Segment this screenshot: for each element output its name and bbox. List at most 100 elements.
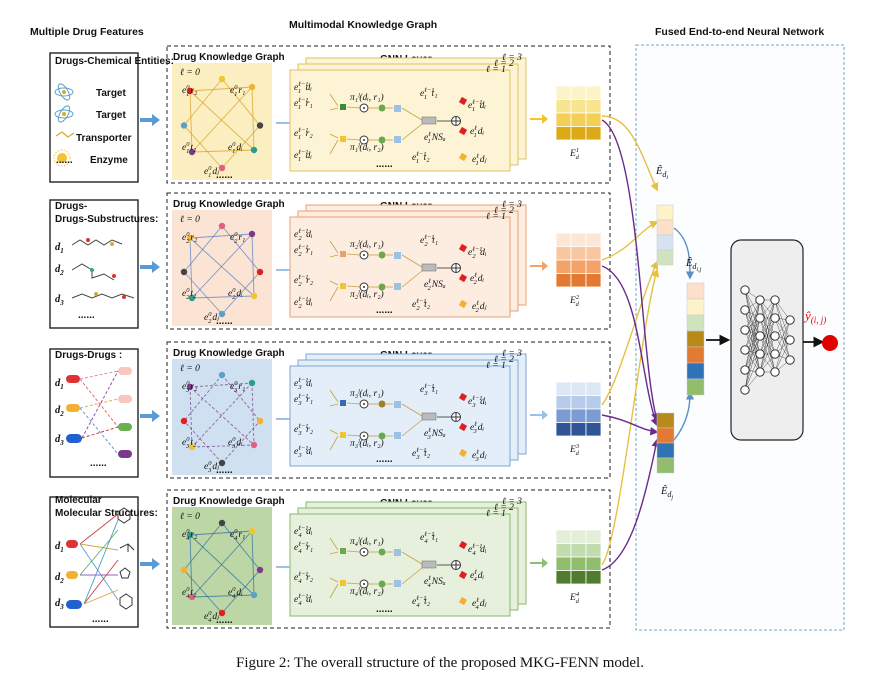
kg-panel-1 bbox=[172, 63, 272, 180]
vector-cell bbox=[656, 427, 675, 444]
kg-edge bbox=[191, 233, 253, 299]
flow-line bbox=[329, 583, 339, 599]
flow-square bbox=[394, 580, 401, 587]
vector-cell bbox=[656, 457, 675, 474]
odot-2-dot bbox=[363, 583, 365, 585]
odot-2-dot bbox=[363, 139, 365, 141]
flow-square bbox=[340, 104, 346, 110]
layer-label-2-1: ℓ = 3 bbox=[502, 200, 522, 210]
nn-neuron bbox=[770, 313, 780, 323]
odot-1-dot bbox=[363, 254, 365, 256]
emb-cell bbox=[555, 85, 572, 100]
feature-2-more: ...... bbox=[78, 310, 95, 321]
emb-cell bbox=[585, 395, 602, 410]
kg-node bbox=[180, 122, 188, 129]
flow-line bbox=[329, 435, 339, 451]
pi-term: π₄ˡ(dᵢ, r₂) bbox=[350, 586, 384, 597]
feature-2-glyphs: Drugs- Drugs-Substructures: d1 d2 d3 ...… bbox=[55, 201, 158, 321]
vector-cell bbox=[686, 346, 705, 364]
concat-block bbox=[421, 116, 437, 125]
nn-edge bbox=[744, 317, 761, 391]
kg-node bbox=[180, 268, 188, 276]
emb-cell bbox=[555, 381, 572, 396]
kg-edge bbox=[189, 90, 193, 153]
mini-drug bbox=[458, 273, 468, 283]
mkg-box-2 bbox=[166, 192, 611, 330]
kg-more: ...... bbox=[216, 170, 233, 181]
emb-cell bbox=[555, 408, 572, 423]
kg-node bbox=[188, 593, 196, 601]
odot-1-dot bbox=[363, 403, 365, 405]
feature-3-item-3: d3 bbox=[55, 434, 64, 447]
kg-edge bbox=[221, 420, 261, 464]
vector-cell bbox=[686, 330, 705, 348]
feature-box-4 bbox=[49, 496, 139, 628]
nn-neuron bbox=[755, 313, 765, 323]
gnn-to-emb-arrow-2 bbox=[530, 261, 548, 271]
kg-edge bbox=[189, 237, 255, 297]
kg-edge bbox=[251, 86, 255, 151]
output-node bbox=[822, 335, 838, 351]
emb-cell bbox=[570, 273, 587, 288]
flow-line bbox=[329, 389, 339, 403]
mini-drug bbox=[458, 570, 468, 580]
nn-edge bbox=[744, 289, 761, 319]
nn-neuron bbox=[785, 335, 795, 345]
kg-more: ...... bbox=[216, 465, 233, 476]
emb-cell bbox=[555, 232, 572, 247]
mini-drug bbox=[458, 540, 468, 550]
feature-1-more: ...... bbox=[56, 155, 73, 166]
nn-neuron bbox=[770, 331, 780, 341]
feature-4-title: Molecular Structures: bbox=[55, 508, 158, 519]
kg-panel-2 bbox=[172, 210, 272, 326]
flow-square bbox=[340, 251, 346, 257]
kg-node bbox=[218, 609, 226, 617]
kg-node bbox=[250, 591, 258, 599]
nn-edge bbox=[744, 289, 761, 337]
header-features: Multiple Drug Features bbox=[30, 26, 144, 38]
pi-term: π₂ˡ(dᵢ, r₂) bbox=[350, 289, 384, 300]
kg-edge bbox=[189, 90, 255, 151]
mini-drug bbox=[458, 392, 468, 402]
nn-neuron bbox=[740, 305, 750, 315]
nn-edge bbox=[744, 299, 761, 371]
emb-cell bbox=[585, 85, 602, 100]
kg-title-1: Drug Knowledge Graph bbox=[173, 52, 285, 63]
kg-edge bbox=[191, 149, 255, 153]
nn-edge bbox=[744, 289, 761, 373]
emb-cell bbox=[585, 543, 602, 558]
figure-caption: Figure 2: The overall structure of the p… bbox=[236, 655, 644, 671]
feature-1-item-4: Enzyme bbox=[90, 155, 128, 166]
kg-node bbox=[218, 310, 226, 318]
feature-3-more: ...... bbox=[90, 458, 107, 469]
flow-dot bbox=[378, 136, 386, 144]
feature-2-item-3: d3 bbox=[55, 294, 64, 307]
emb-cell bbox=[555, 259, 572, 274]
flow-line bbox=[401, 123, 423, 141]
odot-1-dot bbox=[363, 107, 365, 109]
kg-node bbox=[188, 294, 196, 302]
kg-edge bbox=[183, 125, 223, 169]
kg-panel-3 bbox=[172, 359, 272, 475]
pi-term: π₁ˡ(dᵢ, r₁) bbox=[350, 92, 384, 103]
nn-edge bbox=[774, 319, 791, 355]
